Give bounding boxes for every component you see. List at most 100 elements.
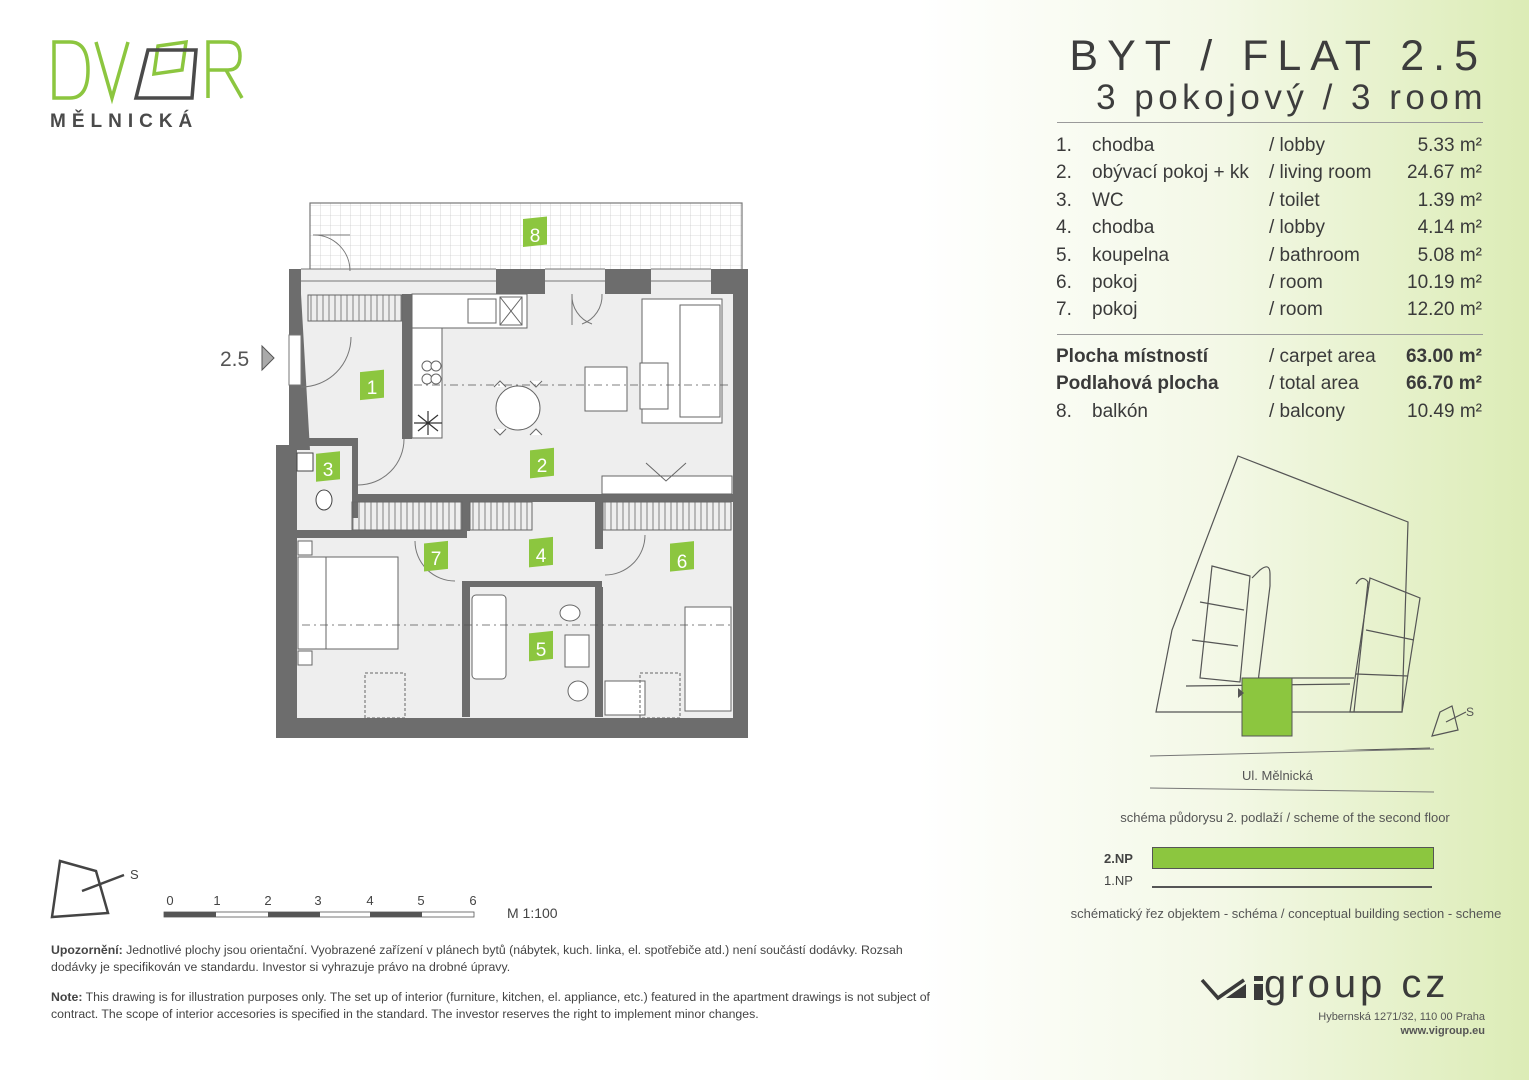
room-name-cz: chodba [1092, 217, 1155, 239]
room-number: 7. [1056, 299, 1072, 321]
note-english: Note: This drawing is for illustration p… [51, 989, 931, 1023]
room-area: 5.08 m² [1417, 244, 1482, 266]
svg-text:2: 2 [264, 893, 271, 908]
carpet-area-label-en: / carpet area [1269, 346, 1376, 367]
room-area: 5.33 m² [1417, 135, 1482, 156]
toilet [559, 604, 581, 622]
room-row: 7. pokoj / room 12.20 m² [1056, 296, 1486, 323]
room-number: 2. [1056, 162, 1072, 184]
room-name-cz: koupelna [1092, 244, 1170, 266]
room-area: 1.39 m² [1417, 189, 1482, 211]
room-name-cz: chodba [1092, 135, 1155, 156]
floor-1np-bar [1152, 886, 1432, 888]
svg-text:3: 3 [314, 893, 321, 908]
note-czech-text: Jednotlivé plochy jsou orientační. Vyobr… [51, 943, 903, 974]
logo-subtitle: MĚLNICKÁ [50, 111, 199, 132]
room-name-cz: obývací pokoj + kk [1092, 162, 1249, 184]
bathtub [471, 594, 507, 680]
carpet-area-label: Plocha místností [1056, 346, 1209, 367]
flat-marker-label: 2.5 [220, 348, 249, 371]
note-czech: Upozornění: Jednotlivé plochy jsou orien… [51, 942, 931, 976]
total-area-value: 66.70 m² [1405, 373, 1482, 395]
floor-1np-label: 1.NP [1104, 873, 1133, 888]
room-area: 24.67 m² [1407, 162, 1482, 184]
room-table: 1. chodba / lobby 5.33 m² 2. obývací pokoj +… [1056, 132, 1486, 324]
room-label-1: 1 [367, 378, 378, 399]
company-address: Hybernská 1271/32, 110 00 Praha [1318, 1011, 1485, 1023]
flat-title: BYT / FLAT 2.5 [1069, 32, 1487, 80]
street-name: Ul. Mělnická [1242, 768, 1313, 783]
room-area: 10.19 m² [1407, 271, 1482, 293]
balcony-label-en: / balcony [1269, 400, 1346, 422]
carpet-area-value: 63.00 m² [1405, 346, 1482, 367]
room-labels [316, 216, 694, 662]
room-row: 3. WC / toilet 1.39 m² [1056, 187, 1486, 214]
site-highlight-flat [1241, 677, 1293, 737]
site-entry-marker [1238, 688, 1244, 698]
svg-text:0: 0 [166, 893, 173, 908]
room-row: 2. obývací pokoj + kk / living room 24.67 m… [1056, 159, 1486, 186]
room-label-7: 7 [431, 549, 442, 570]
svg-text:1: 1 [213, 893, 220, 908]
svg-text:4: 4 [366, 893, 373, 908]
site-north-label: S [1466, 705, 1474, 719]
room-row: 6. pokoj / room 10.19 m² [1056, 269, 1486, 296]
totals-table: Plocha místností / carpet area 63.00 m² Po… [1056, 343, 1486, 425]
room-label-6: 6 [677, 552, 688, 573]
svg-text:S: S [130, 867, 139, 882]
carpet-area-row: Plocha místností / carpet area 63.00 m² [1056, 343, 1486, 370]
room-label-4: 4 [536, 546, 547, 567]
floor-plan: 1 2 3 4 5 6 7 8 2.5 [220, 202, 748, 738]
svg-text:6: 6 [469, 893, 476, 908]
entry-arrow-icon [261, 344, 275, 372]
room-name-en: / room [1269, 271, 1323, 293]
scale-label: M 1:100 [507, 905, 558, 921]
balcony-label: balkón [1092, 400, 1148, 422]
room-number: 1. [1056, 135, 1072, 156]
site-building-outline [1155, 455, 1409, 713]
room-name-en: / room [1269, 299, 1323, 321]
total-area-label: Podlahová plocha [1056, 373, 1219, 395]
room-name-en: / living room [1269, 162, 1372, 184]
flat-subtitle: 3 pokojový / 3 room [1096, 78, 1487, 117]
room-name-cz: pokoj [1092, 299, 1138, 321]
room-row: 1. chodba / lobby 5.33 m² [1056, 132, 1486, 159]
room-label-8: 8 [530, 226, 541, 247]
floor-2np-bar [1152, 847, 1434, 869]
street-lines [1150, 748, 1435, 793]
note-english-label: Note: [51, 990, 83, 1004]
room-area: 4.14 m² [1417, 217, 1482, 239]
site-scheme: S [1155, 455, 1474, 750]
site-compass [1431, 705, 1467, 737]
armchair [584, 366, 628, 412]
room-number: 6. [1056, 271, 1072, 293]
note-czech-label: Upozornění: [51, 943, 123, 957]
note-english-text: This drawing is for illustration purpose… [51, 990, 930, 1021]
room-area: 12.20 m² [1407, 299, 1482, 321]
room-label-2: 2 [537, 456, 548, 477]
balcony-number: 8. [1056, 400, 1072, 422]
room-number: 4. [1056, 217, 1072, 239]
company-website[interactable]: www.vigroup.eu [1400, 1025, 1485, 1037]
section-caption: schématický řez objektem - schéma / conc… [1070, 906, 1502, 921]
room-name-cz: WC [1092, 189, 1124, 211]
room-name-cz: pokoj [1092, 271, 1138, 293]
vi-logo-icon [1200, 976, 1263, 1001]
room-number: 3. [1056, 189, 1072, 211]
scale-bar: 0 1 2 3 4 5 6 [163, 893, 477, 918]
room-name-en: / lobby [1269, 135, 1325, 156]
room-name-en: / toilet [1269, 189, 1320, 211]
dvor-logo [52, 39, 244, 105]
balcony-area-value: 10.49 m² [1407, 400, 1482, 422]
desk [604, 680, 646, 716]
room-name-en: / bathroom [1269, 244, 1360, 266]
company-name: group cz [1264, 962, 1450, 1006]
floor-2np-label: 2.NP [1104, 851, 1133, 866]
room-label-5: 5 [536, 640, 547, 661]
svg-text:5: 5 [417, 893, 424, 908]
dining-table [495, 385, 541, 431]
single-bed [684, 606, 732, 712]
